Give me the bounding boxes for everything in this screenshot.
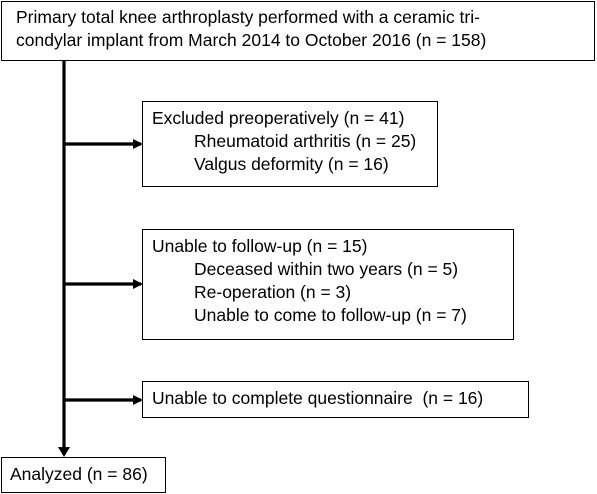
box-unable-questionnaire: Unable to complete questionnaire (n = 16… xyxy=(142,381,529,418)
followup-item-unable-to-come: Unable to come to follow-up (n = 7) xyxy=(194,305,467,325)
excluded-heading: Excluded preoperatively (n = 41) xyxy=(152,108,405,128)
primary-tka-line2: condylar implant from March 2014 to Octo… xyxy=(16,30,487,50)
analyzed-label: Analyzed (n = 86) xyxy=(10,464,148,484)
primary-tka-line1: Primary total knee arthroplasty performe… xyxy=(16,7,480,27)
box-unable-to-follow-up: Unable to follow-up (n = 15) Deceased wi… xyxy=(142,229,514,340)
box-analyzed: Analyzed (n = 86) xyxy=(1,457,166,493)
followup-item-reoperation: Re-operation (n = 3) xyxy=(194,282,352,302)
followup-heading: Unable to follow-up (n = 15) xyxy=(152,236,368,256)
excluded-item-valgus: Valgus deformity (n = 16) xyxy=(194,154,389,174)
main-arrowhead xyxy=(58,447,70,457)
box-excluded-preoperatively: Excluded preoperatively (n = 41) Rheumat… xyxy=(142,101,438,187)
questionnaire-label: Unable to complete questionnaire (n = 16… xyxy=(152,388,484,408)
followup-item-deceased: Deceased within two years (n = 5) xyxy=(194,259,459,279)
excluded-item-rheumatoid: Rheumatoid arthritis (n = 25) xyxy=(194,131,417,151)
box-primary-tka: Primary total knee arthroplasty performe… xyxy=(1,1,595,61)
